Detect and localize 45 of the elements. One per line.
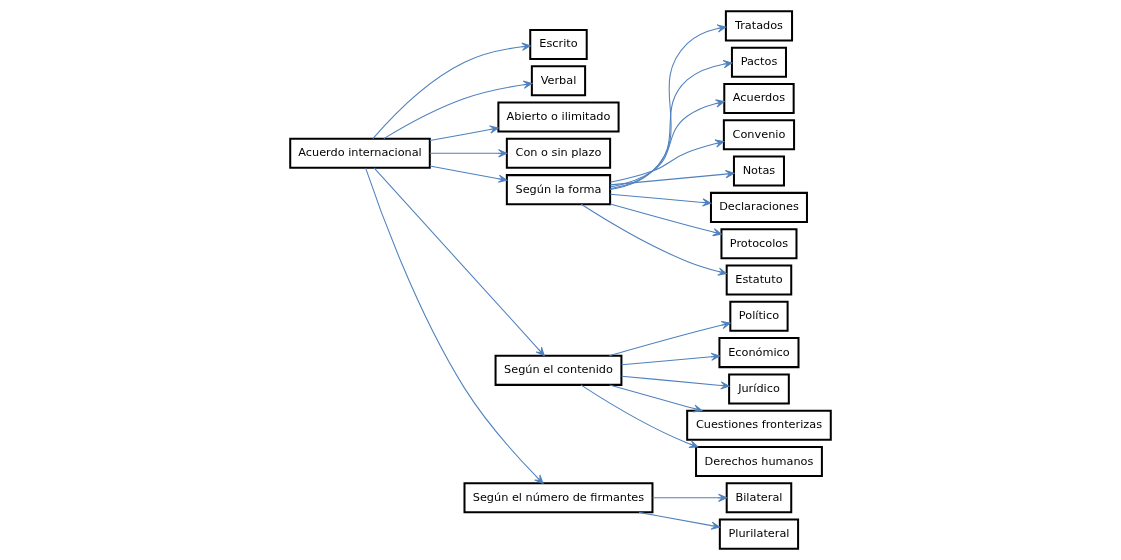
arrow [609, 99, 725, 188]
node-box: Político [729, 300, 789, 332]
arrow [365, 167, 544, 484]
arrow [609, 60, 733, 190]
node-box: Notas [732, 155, 785, 187]
node-box: Estatuto [725, 264, 793, 296]
arrow [608, 321, 731, 357]
node-box: Convenio [722, 119, 796, 151]
arrow [373, 167, 545, 357]
node-box: Pactos [730, 46, 787, 78]
arrow [609, 384, 703, 413]
node-box: Abierto o ilimitado [497, 101, 620, 133]
arrow [372, 42, 531, 140]
node-box: Según el contenido [494, 354, 623, 386]
node-box: Derechos humanos [695, 446, 823, 478]
node-box: Jurídico [728, 373, 790, 405]
arrow [621, 352, 720, 366]
node-box: Plurilateral [718, 518, 800, 550]
arrow [609, 139, 725, 183]
node-box: Económico [718, 337, 800, 369]
node-box: Tratados [724, 10, 794, 42]
arrow [609, 203, 722, 237]
node-box: Acuerdos [723, 82, 795, 114]
arrow [580, 203, 728, 276]
arrow [609, 169, 735, 186]
arrow [621, 375, 730, 390]
node-box: Según el número de firmantes [463, 482, 654, 514]
node-box: Acuerdo internacional [289, 137, 431, 169]
node-box: Protocolos [720, 228, 798, 260]
arrow [429, 125, 499, 142]
node-box: Según la forma [505, 174, 612, 206]
arrow [652, 493, 728, 502]
node-box: Cuestiones fronterizas [686, 409, 832, 441]
node-box: Bilateral [725, 482, 793, 514]
arrow [429, 165, 508, 183]
arrow [609, 193, 712, 207]
arrow [638, 511, 721, 530]
arrow [580, 384, 699, 449]
node-box: Verbal [530, 65, 587, 97]
arrow [429, 149, 508, 158]
node-box: Escrito [529, 28, 588, 60]
node-box: Declaraciones [709, 191, 808, 223]
arrow [609, 24, 727, 191]
node-box: Con o sin plazo [505, 137, 612, 169]
arrow [383, 80, 533, 140]
